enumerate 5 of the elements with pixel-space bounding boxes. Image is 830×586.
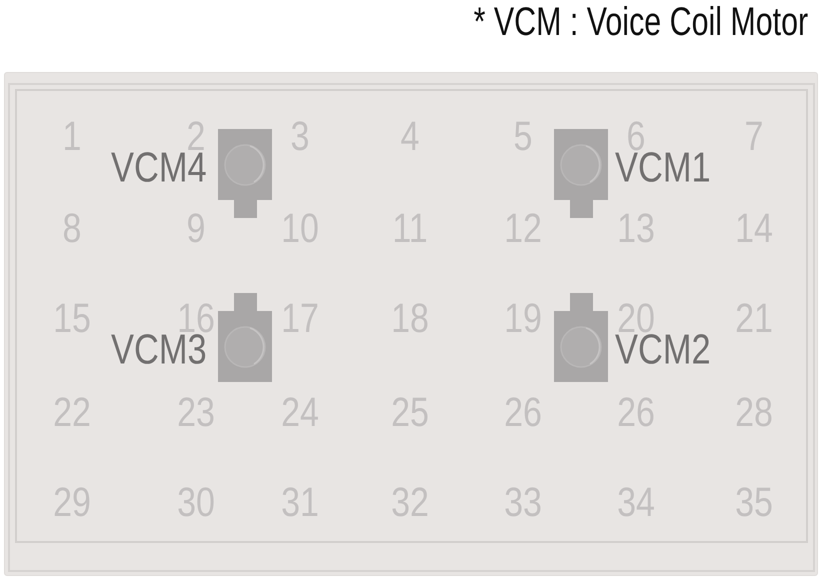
motor-label: VCM2: [615, 334, 711, 366]
motor-label: VCM4: [111, 152, 207, 184]
motor-label: VCM1: [615, 152, 711, 184]
abbreviation-note: * VCM : Voice Coil Motor: [474, 2, 808, 42]
motor-label: VCM3: [111, 334, 207, 366]
